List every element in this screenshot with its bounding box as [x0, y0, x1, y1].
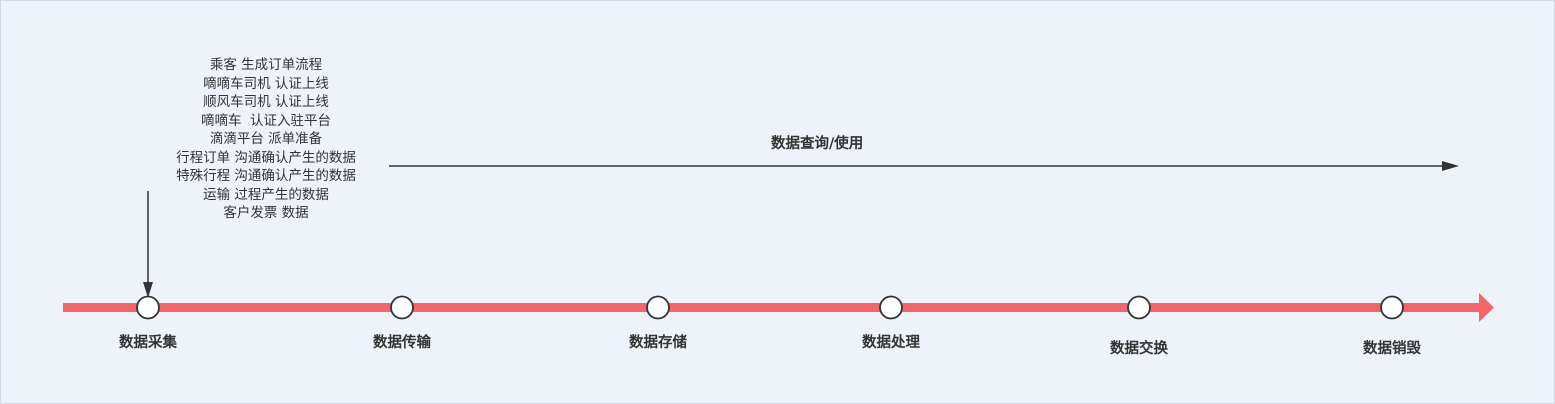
stage-node	[390, 295, 414, 320]
stage-node	[136, 295, 160, 320]
stage-label: 数据处理	[862, 335, 920, 351]
collection-note-line: 顺风车司机 认证上线	[203, 94, 329, 110]
stage-node	[879, 295, 903, 320]
collection-note-line: 运输 过程产生的数据	[203, 186, 329, 203]
collection-note-line: 特殊行程 沟通确认产生的数据	[176, 168, 356, 184]
stage-label: 数据交换	[1110, 341, 1168, 357]
stage-nodes	[136, 295, 1404, 320]
collection-notes: 乘客 生成订单流程嘀嘀车司机 认证上线顺风车司机 认证上线嘀嘀车 认证入驻平台滴…	[151, 56, 381, 223]
timeline-arrowhead	[1479, 293, 1494, 322]
query-arrowhead	[1442, 161, 1459, 171]
stage-node	[1127, 295, 1151, 320]
stage-node	[646, 295, 670, 320]
timeline-bar	[63, 303, 1481, 312]
collection-note-line: 嘀嘀车 认证入驻平台	[200, 112, 332, 129]
collection-note-line: 乘客 生成订单流程	[209, 57, 323, 73]
collection-note-line: 嘀嘀车司机 认证上线	[203, 75, 329, 92]
collection-note-line: 客户发票 数据	[223, 205, 309, 221]
stage-label: 数据传输	[373, 335, 431, 351]
stage-label: 数据销毁	[1363, 341, 1421, 357]
stage-label: 数据采集	[119, 335, 177, 351]
collection-arrowhead	[143, 282, 153, 298]
collection-note-line: 滴滴平台 派单准备	[209, 131, 323, 147]
query-label: 数据查询/使用	[771, 136, 864, 152]
stage-node	[1380, 295, 1404, 320]
collection-note-line: 行程订单 沟通确认产生的数据	[176, 149, 356, 166]
stage-label: 数据存储	[629, 335, 687, 351]
